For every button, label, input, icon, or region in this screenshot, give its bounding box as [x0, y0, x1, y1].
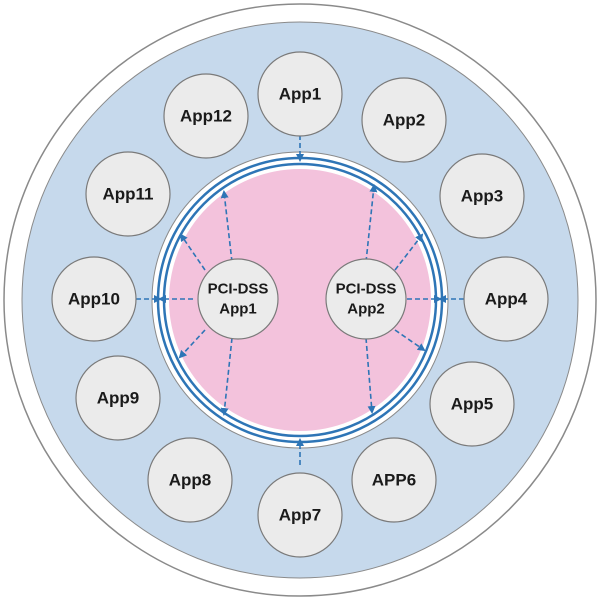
pci-node-label-line1: PCI-DSS [208, 281, 269, 298]
app-node-label: App8 [169, 471, 212, 490]
pci-node-circle [325, 258, 407, 340]
flow-pci2-up [365, 184, 378, 263]
flow-pci1-upleft [179, 233, 206, 271]
app-node-circle [257, 472, 343, 558]
app-node-circle [85, 151, 171, 237]
app-node-circle [429, 361, 515, 447]
app-node-circle [147, 437, 233, 523]
app-node-app3[interactable]: App3 [439, 153, 525, 239]
app-node-app7[interactable]: App7 [257, 472, 343, 558]
app-node-circle [51, 256, 137, 342]
app-node-label: App5 [451, 395, 494, 414]
app-node-app11[interactable]: App11 [85, 151, 171, 237]
app-node-app4[interactable]: App4 [463, 256, 549, 342]
flow-pci2-downright [394, 329, 426, 352]
app-node-label: App2 [383, 111, 426, 130]
app-node-label: App7 [279, 506, 322, 525]
app-node-app10[interactable]: App10 [51, 256, 137, 342]
pci-dss-app1-node[interactable]: PCI-DSS App1 [197, 258, 279, 340]
app-node-circle [257, 51, 343, 137]
flow-pci1-downleft [178, 329, 206, 359]
app-node-label: App12 [180, 107, 232, 126]
flow-pci1-up [220, 190, 233, 263]
pci-node-circle [197, 258, 279, 340]
flow-pci1-down [220, 337, 233, 416]
app-node-app1[interactable]: App1 [257, 51, 343, 137]
app-node-label: App11 [102, 185, 153, 204]
pci-node-label-line2: App2 [347, 301, 385, 318]
outer-app-nodes: App1 App2 App3 App4 App5 APP6 [51, 51, 549, 558]
app-node-circle [463, 256, 549, 342]
app-node-circle [361, 77, 447, 163]
app-node-circle [163, 73, 249, 159]
app-node-circle [351, 437, 437, 523]
app-node-app12[interactable]: App12 [163, 73, 249, 159]
app-node-app8[interactable]: App8 [147, 437, 233, 523]
data-flow-arrows [136, 135, 464, 465]
pci-dss-zone [169, 169, 431, 431]
app-node-label: App10 [68, 290, 120, 309]
app-node-label: App4 [485, 290, 528, 309]
app-node-app6[interactable]: APP6 [351, 437, 437, 523]
app-node-label: App9 [97, 389, 140, 408]
app-node-label: App3 [461, 187, 504, 206]
app-node-app9[interactable]: App9 [75, 355, 161, 441]
pci-node-label-line2: App1 [219, 301, 257, 318]
app-node-circle [75, 355, 161, 441]
app-node-label: App1 [279, 85, 322, 104]
app-node-circle [439, 153, 525, 239]
flow-pci2-down [365, 337, 376, 414]
pci-dss-app-nodes: PCI-DSS App1 PCI-DSS App2 [197, 258, 407, 340]
app-node-label: APP6 [372, 471, 416, 490]
pci-dss-app2-node[interactable]: PCI-DSS App2 [325, 258, 407, 340]
app-node-app5[interactable]: App5 [429, 361, 515, 447]
flow-pci2-upright [394, 233, 424, 271]
app-node-app2[interactable]: App2 [361, 77, 447, 163]
pci-node-label-line1: PCI-DSS [336, 281, 397, 298]
